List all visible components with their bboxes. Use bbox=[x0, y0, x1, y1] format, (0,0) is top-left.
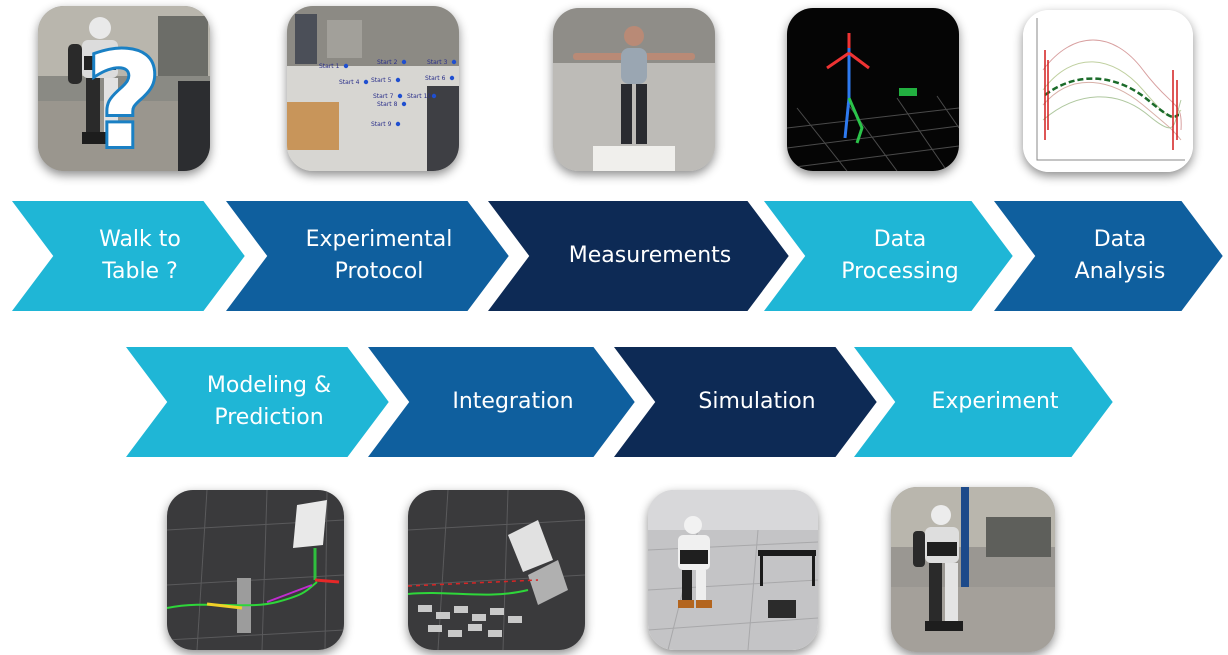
start-marker-label: Start 5 bbox=[371, 77, 392, 84]
start-marker-icon bbox=[401, 101, 407, 107]
start-marker-icon bbox=[449, 75, 455, 81]
step-row1-2: Experimental Protocol bbox=[224, 200, 510, 312]
step-row1-1: Walk to Table ? bbox=[10, 200, 246, 312]
step-label: Experimental Protocol bbox=[305, 227, 453, 284]
experiment-robot-photo bbox=[891, 487, 1055, 652]
start-marker-icon bbox=[431, 93, 437, 99]
model-trajectory-render bbox=[167, 490, 344, 650]
start-marker-icon bbox=[395, 121, 401, 127]
start-marker-label: Start 8 bbox=[377, 101, 398, 108]
start-marker-icon bbox=[343, 63, 349, 69]
step-label: Walk to Table ? bbox=[99, 227, 181, 284]
chevron-shape bbox=[10, 200, 246, 312]
chevron-shape bbox=[486, 200, 790, 312]
start-marker-icon bbox=[363, 79, 369, 85]
start-marker-label: Start 4 bbox=[339, 79, 360, 86]
humanoid-robot-icon bbox=[68, 17, 124, 144]
step-label: Modeling & Prediction bbox=[206, 373, 332, 430]
analysis-plot-thumbnail bbox=[1023, 10, 1193, 172]
step-label: Simulation bbox=[698, 389, 816, 415]
start-marker-label: Start 2 bbox=[377, 59, 398, 66]
step-label: Data Processing bbox=[841, 227, 959, 284]
trajectory-plot-icon bbox=[1023, 10, 1193, 172]
step-row2-3: Simulation bbox=[612, 346, 878, 458]
step-label: Measurements bbox=[568, 243, 732, 269]
step-label: Experiment bbox=[931, 389, 1059, 415]
motion-capture-skeleton-icon bbox=[826, 33, 870, 144]
start-marker-icon bbox=[401, 59, 407, 65]
start-marker-label: Start 10 bbox=[407, 93, 431, 100]
start-marker-label: Start 1 bbox=[319, 63, 340, 70]
question-mark-glyph: ? bbox=[86, 25, 161, 171]
chevron-shape bbox=[366, 346, 636, 458]
skeleton-render bbox=[787, 8, 959, 171]
start-marker-label: Start 3 bbox=[427, 59, 448, 66]
chevron-shape bbox=[124, 346, 390, 458]
footsteps-render bbox=[408, 490, 585, 650]
step-label: Integration bbox=[452, 389, 574, 415]
chevron-shape bbox=[992, 200, 1224, 312]
person-tpose-icon bbox=[573, 26, 695, 144]
simulation-render bbox=[648, 490, 818, 650]
chevron-shape bbox=[224, 200, 510, 312]
humanoid-robot-icon bbox=[913, 505, 963, 631]
chevron-shape bbox=[852, 346, 1114, 458]
start-marker-icon bbox=[451, 59, 457, 65]
simulated-robot-icon bbox=[678, 516, 712, 608]
step-row1-3: Measurements bbox=[486, 200, 790, 312]
step-row1-5: Data Analysis bbox=[992, 200, 1224, 312]
chevron-shape bbox=[762, 200, 1014, 312]
step-label: Data Analysis bbox=[1074, 227, 1166, 284]
start-marker-icon bbox=[395, 77, 401, 83]
step-row2-1: Modeling & Prediction bbox=[124, 346, 390, 458]
start-marker-label: Start 9 bbox=[371, 121, 392, 128]
step-row1-4: Data Processing bbox=[762, 200, 1014, 312]
step-row2-2: Integration bbox=[366, 346, 636, 458]
protocol-room-photo: Start 1 Start 2 Start 3 Start 4 Start 5 Start… bbox=[287, 6, 459, 171]
start-marker-label: Start 7 bbox=[373, 93, 394, 100]
start-marker-icon bbox=[397, 93, 403, 99]
start-markers: Start 1 Start 2 Start 3 Start 4 Start 5 Start… bbox=[319, 59, 457, 128]
step-row2-4: Experiment bbox=[852, 346, 1114, 458]
tpose-person-photo bbox=[553, 8, 715, 171]
chevron-shape bbox=[612, 346, 878, 458]
start-marker-label: Start 6 bbox=[425, 75, 446, 82]
robot-question-photo: ? bbox=[38, 6, 210, 171]
